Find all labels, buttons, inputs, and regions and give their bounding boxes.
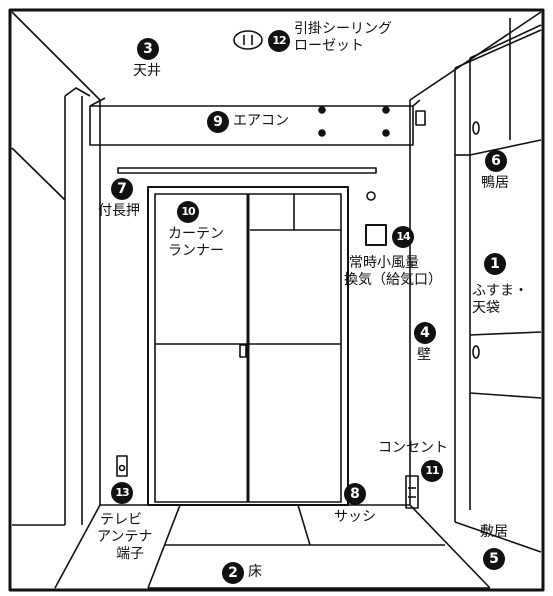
- label-floor: 床: [248, 564, 262, 580]
- label-num-6: 6: [485, 150, 507, 172]
- sash-lock: [239, 344, 247, 358]
- label-num-2: 2: [222, 562, 244, 584]
- aircon-screw: [382, 129, 390, 137]
- wall-vent-small: [366, 191, 376, 201]
- label-num-8: 8: [344, 483, 366, 505]
- label-curtain-runner-1: カーテン: [168, 226, 224, 242]
- label-ventilation-1: 常時小風量: [349, 255, 419, 271]
- tv-antenna-box: [116, 455, 128, 477]
- label-num-13: 13: [111, 482, 133, 504]
- label-aircon: エアコン: [233, 113, 289, 129]
- rosette-symbol: [233, 30, 263, 50]
- aircon-screw: [318, 106, 326, 114]
- tatami-line: [147, 504, 181, 589]
- label-tv-antenna-1: テレビ: [100, 512, 142, 528]
- aircon-beam: [89, 105, 414, 146]
- left-pillar-top: [64, 87, 91, 97]
- fusuma-line-2: [469, 392, 542, 399]
- tatami-line: [297, 504, 311, 546]
- aircon-beam-top-r: [412, 99, 421, 107]
- label-ceiling-rosette-1: 引掛シーリング: [294, 21, 392, 37]
- label-ceiling: 天井: [133, 63, 161, 79]
- label-kamoi: 鴨居: [481, 175, 509, 191]
- label-shikii: 敷居: [480, 524, 508, 540]
- label-tv-antenna-2: アンテナ: [97, 529, 153, 545]
- kamoi-line: [469, 139, 542, 156]
- label-tsukenageshi: 付長押: [98, 203, 140, 219]
- label-fusuma-2: 天袋: [472, 300, 500, 316]
- label-num-1: 1: [484, 253, 506, 275]
- closet-top: [454, 29, 542, 69]
- label-num-11: 11: [421, 460, 443, 482]
- floor-left-edge: [54, 504, 101, 589]
- label-ventilation-2: 換気（給気口）: [344, 272, 442, 288]
- label-ceiling-rosette-2: ローゼット: [294, 38, 364, 54]
- fusuma-line: [469, 331, 542, 336]
- label-curtain-runner-2: ランナー: [168, 243, 224, 259]
- label-num-12: 12: [268, 30, 290, 52]
- label-sash: サッシ: [334, 509, 376, 525]
- tenbukuro-handle: [472, 121, 480, 135]
- aircon-beam-top: [89, 97, 106, 107]
- shikii-line: [454, 521, 542, 553]
- tv-antenna-jack: [118, 464, 126, 472]
- outlet-box: [405, 475, 419, 509]
- label-tv-antenna-3: 端子: [116, 546, 144, 562]
- aircon-screw: [318, 129, 326, 137]
- ventilation-box: [365, 224, 387, 246]
- closet-top-inner: [469, 24, 542, 59]
- curtain-rail: [117, 167, 377, 174]
- label-num-9: 9: [207, 111, 229, 133]
- label-num-4: 4: [414, 322, 436, 344]
- fusuma-handle: [472, 345, 480, 359]
- outer-frame: [8, 8, 545, 592]
- label-wall: 壁: [417, 347, 431, 363]
- left-wall-rail: [11, 147, 66, 201]
- label-fusuma-1: ふすま・: [472, 283, 528, 299]
- ceiling-left-edge: [11, 11, 101, 101]
- label-num-5: 5: [483, 548, 505, 570]
- label-outlet: コンセント: [378, 440, 448, 456]
- label-num-10: 10: [177, 201, 199, 223]
- label-num-7: 7: [111, 178, 133, 200]
- wall-switch: [415, 110, 426, 126]
- aircon-screw: [382, 106, 390, 114]
- label-num-14: 14: [392, 226, 414, 248]
- label-num-3: 3: [137, 38, 159, 60]
- floor-right-edge: [409, 504, 491, 589]
